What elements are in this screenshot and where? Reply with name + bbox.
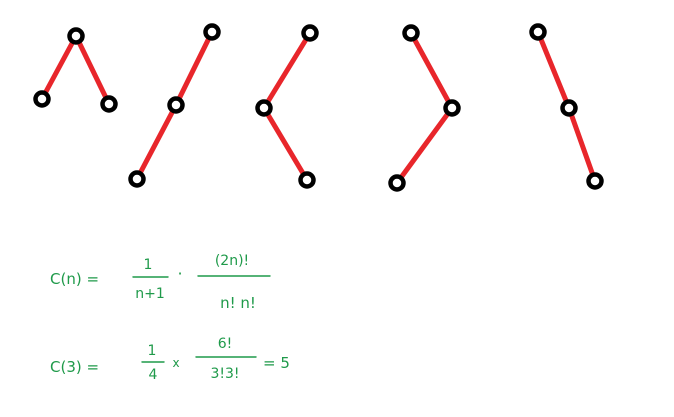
tree-4 (388, 24, 461, 192)
node (388, 174, 406, 192)
tree-1 (33, 27, 118, 113)
formula2-lhs: C(3) = (50, 358, 99, 376)
node (203, 23, 221, 41)
edge (535, 29, 572, 111)
edge (261, 105, 310, 183)
formula1-dot: · (177, 264, 182, 283)
node (33, 90, 51, 108)
edge (134, 102, 179, 182)
edge (39, 33, 79, 102)
formula2-frac2-denominator: 3!3! (210, 366, 239, 382)
tree-2 (128, 23, 221, 188)
edge (261, 30, 313, 111)
node (586, 172, 604, 190)
node (67, 27, 85, 45)
formula2-frac2-numerator: 6! (218, 336, 233, 352)
formula1-frac2-denominator: n! n! (220, 294, 256, 312)
node (128, 170, 146, 188)
formula1-frac2-numerator: (2n)! (215, 253, 249, 269)
node (167, 96, 185, 114)
node (443, 99, 461, 117)
formula-catalan-three: C(3) = 1 4 x 6! 3!3! = 5 (50, 336, 290, 383)
edge (566, 105, 598, 184)
formula2-frac1-numerator: 1 (148, 343, 157, 359)
node (255, 99, 273, 117)
formula2-frac1-denominator: 4 (149, 367, 158, 383)
node (100, 95, 118, 113)
node (402, 24, 420, 42)
formula2-result: = 5 (263, 354, 290, 372)
node (529, 23, 547, 41)
formula2-times: x (172, 356, 179, 370)
edge (408, 30, 455, 111)
formula1-lhs: C(n) = (50, 270, 99, 288)
node (560, 99, 578, 117)
edge (173, 29, 215, 108)
formula-catalan-general: C(n) = 1 n+1 · (2n)! n! n! (50, 253, 271, 312)
edge (73, 33, 112, 107)
node (301, 24, 319, 42)
edge (394, 105, 455, 186)
tree-5 (529, 23, 604, 190)
tree-3 (255, 24, 319, 189)
node (298, 171, 316, 189)
formula1-frac1-numerator: 1 (144, 257, 153, 273)
formula1-frac1-denominator: n+1 (135, 286, 165, 302)
